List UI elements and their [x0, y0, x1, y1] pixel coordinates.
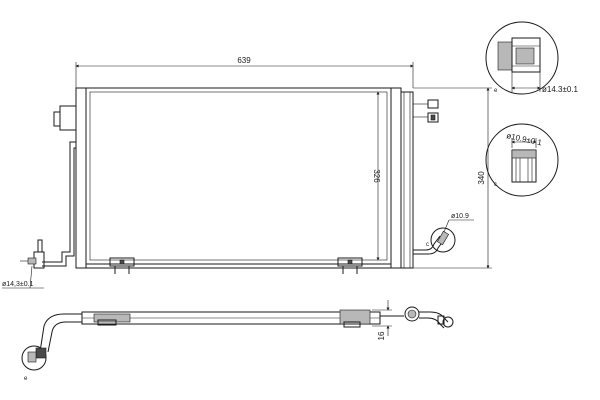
left-top-bracket: [53, 105, 76, 131]
bottom-bracket-right: [337, 257, 363, 274]
left-pipe-fitting: [20, 239, 45, 269]
front-view: [20, 87, 456, 274]
detail-mid-diameter-label: ø10.9±0.1: [506, 131, 544, 147]
detail-e: ø14.3±0.1 e: [485, 21, 579, 95]
dimension-width: 639: [75, 56, 414, 88]
detail-c-callout-circle: [430, 227, 456, 253]
bottom-view: e 16: [21, 300, 454, 382]
marker-c-front: c: [426, 242, 429, 248]
bottom-bracket-left: [109, 257, 135, 274]
left-pipe-diameter-label: ø14,3±0.1: [2, 281, 34, 288]
right-header-tank: [390, 87, 402, 269]
marker-c-detail: c: [494, 182, 497, 188]
marker-e-bottom: e: [24, 376, 28, 382]
dimension-total-height: 340: [413, 87, 492, 269]
total-height-dimension-label: 340: [477, 171, 486, 185]
condenser-core-inner: [89, 91, 388, 261]
drier-cap-bottom: [427, 112, 439, 123]
left-inlet-pipe: [42, 141, 76, 263]
detail-top-diameter-label: ø14.3±0.1: [542, 85, 579, 94]
detail-e-circle: [485, 21, 559, 95]
detail-c: ø10.9±0.1 c: [485, 123, 559, 197]
width-dimension-label: 639: [237, 56, 251, 65]
bottom-view-left-pipe: [39, 313, 82, 353]
dimension-core-height: 326: [372, 91, 381, 261]
marker-e-detail: e: [494, 88, 498, 94]
right-outlet-pipe: [413, 235, 441, 251]
thickness-dimension-label: 16: [377, 331, 386, 340]
bottom-view-right-fittings: [380, 306, 454, 329]
condenser-core: [85, 87, 392, 265]
right-pipe-diameter-label: ø10.9: [451, 213, 469, 220]
left-header-tank: [75, 87, 87, 269]
core-height-dimension-label: 326: [372, 169, 381, 183]
drier-cap-top: [427, 99, 439, 109]
right-receiver-drier: [400, 91, 414, 269]
detail-c-circle: [485, 123, 559, 197]
